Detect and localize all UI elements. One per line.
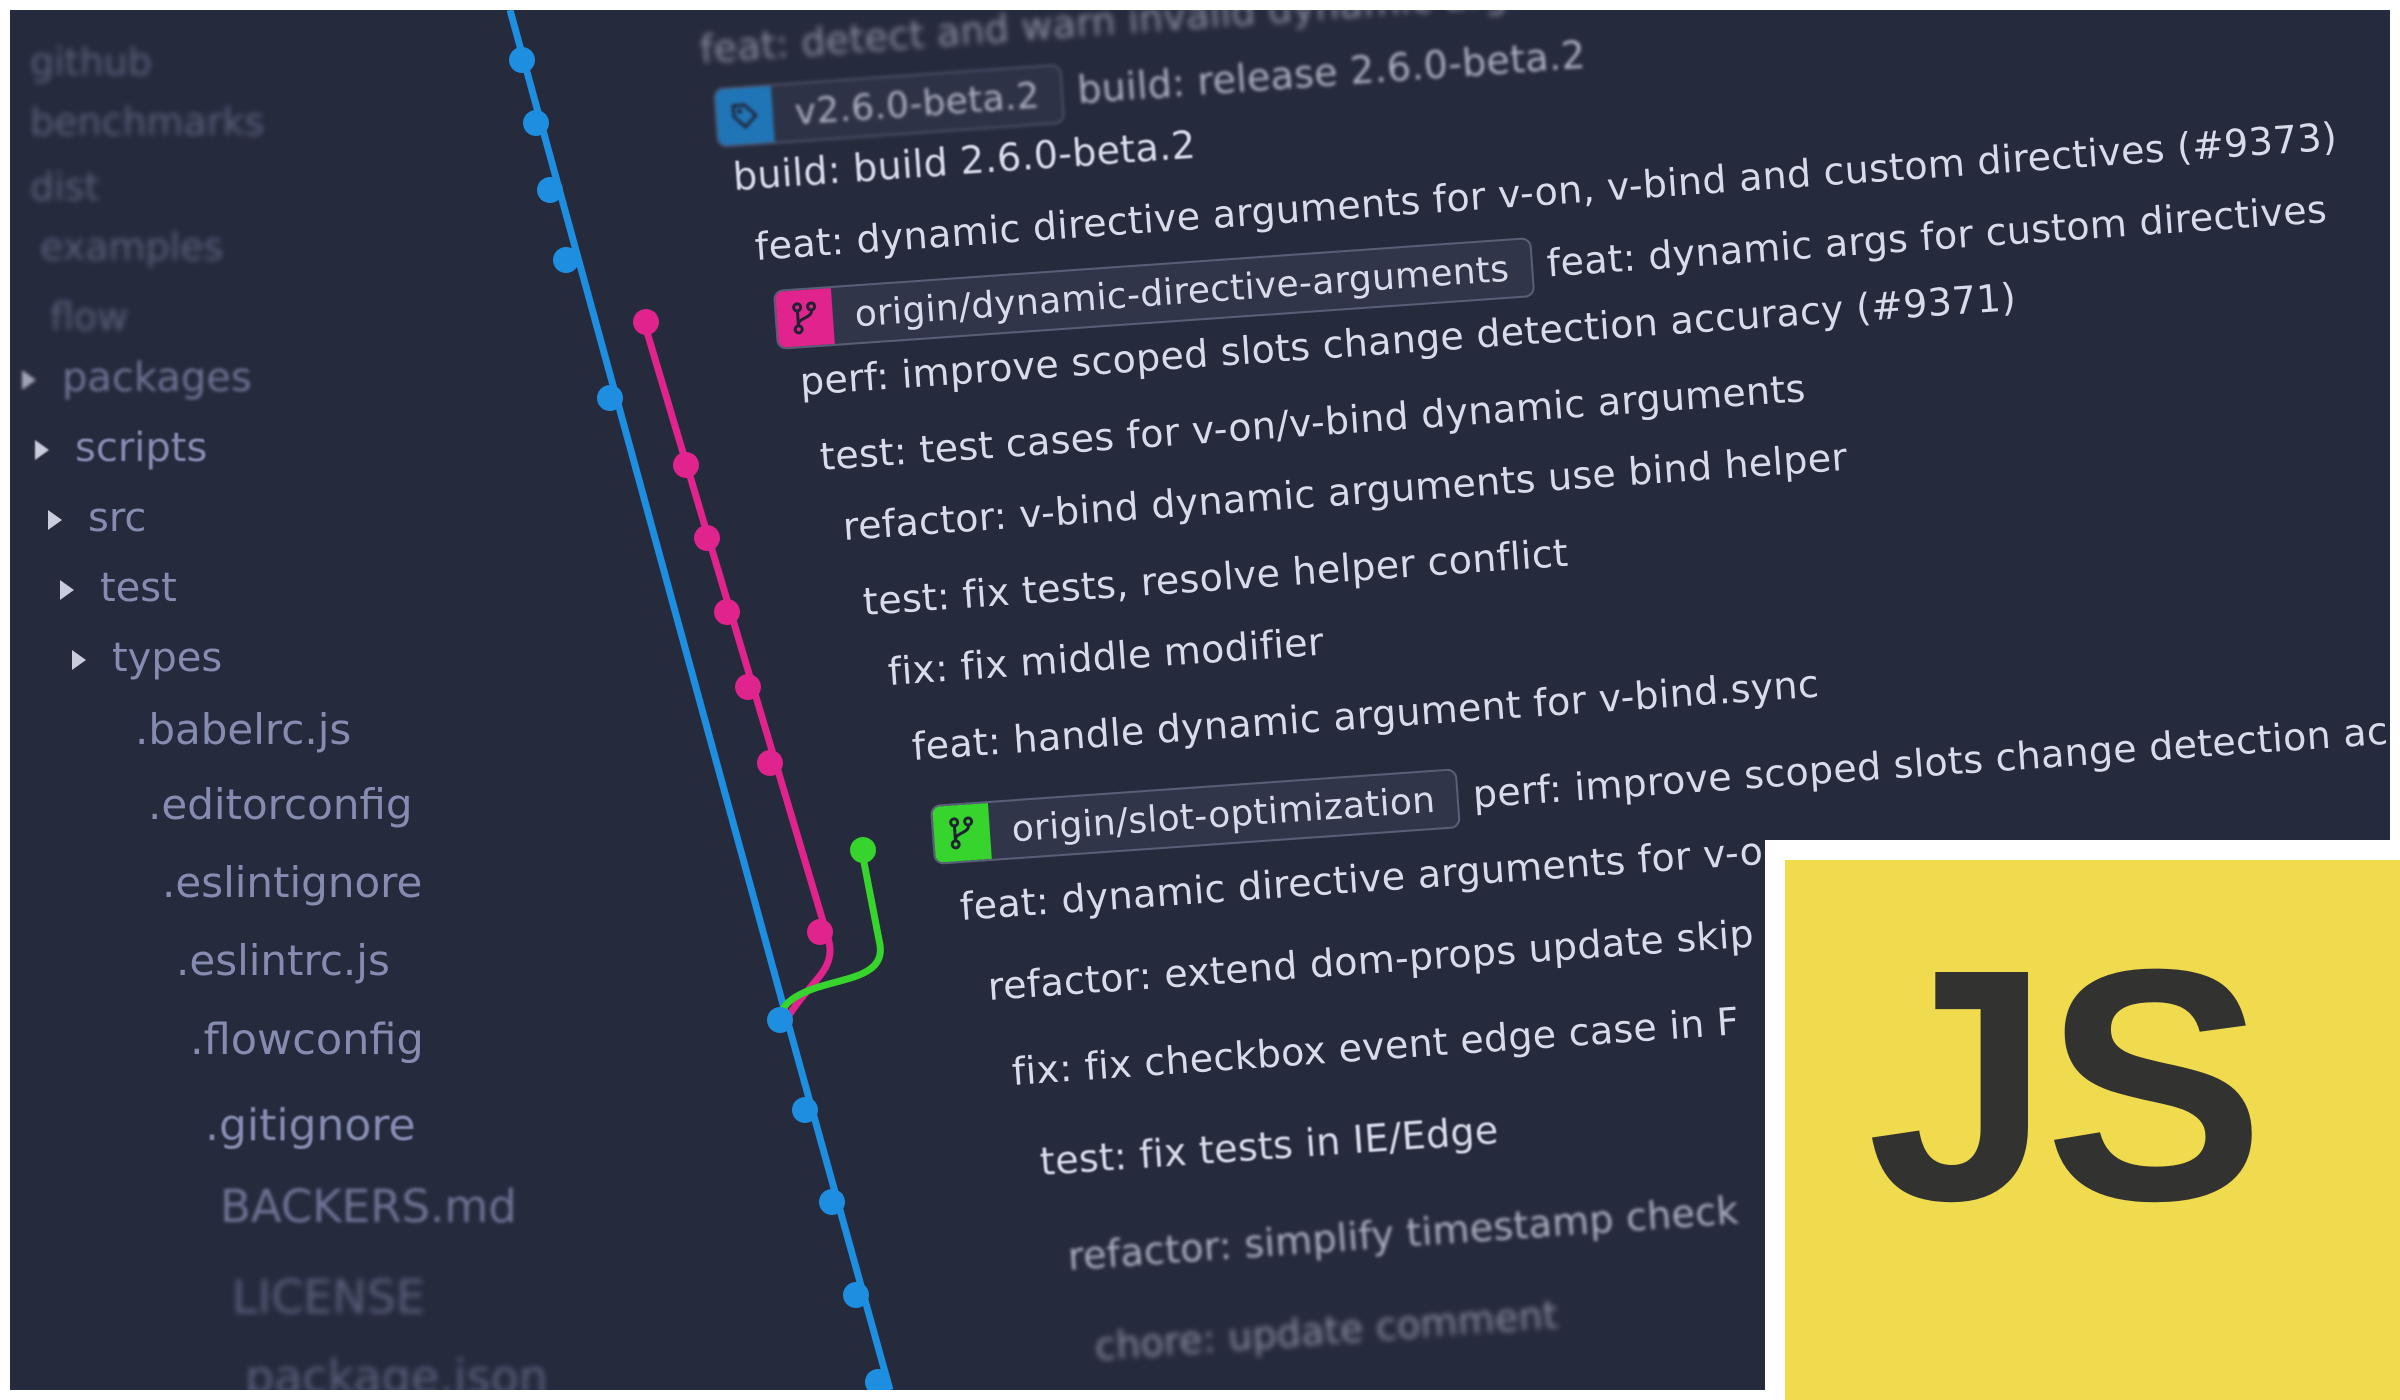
commit-node (850, 837, 876, 863)
file-tree-item-label: dist (30, 165, 100, 209)
branch-line-dynamic-args (640, 320, 834, 1022)
file-tree-item-label: types (112, 635, 223, 681)
commit-node (553, 247, 579, 273)
file-tree-item-label: benchmarks (30, 100, 265, 144)
file-tree-item[interactable]: .editorconfig (148, 780, 413, 829)
file-tree-item[interactable]: .flowconfig (190, 1015, 424, 1065)
commit-node (523, 110, 549, 136)
file-tree-item-label: .editorconfig (148, 780, 413, 829)
javascript-logo-badge: JS (1785, 860, 2400, 1400)
commit-node (597, 385, 623, 411)
ref-badge[interactable]: v2.6.0-beta.2 (712, 63, 1066, 148)
expand-arrow-icon[interactable] (72, 650, 86, 670)
commit-graph (506, 10, 894, 1390)
file-tree-item[interactable]: .eslintignore (162, 858, 422, 907)
file-tree-item-label: github (30, 40, 152, 84)
javascript-logo: JS (1765, 840, 2400, 1400)
commit-node (694, 525, 720, 551)
commit-node (792, 1097, 818, 1123)
commit-node (537, 177, 563, 203)
file-tree-item[interactable]: benchmarks (30, 100, 264, 144)
expand-arrow-icon[interactable] (48, 510, 62, 530)
file-tree-item[interactable]: packages (22, 355, 252, 401)
commit-node (843, 1282, 869, 1308)
file-tree-item[interactable]: scripts (35, 425, 207, 471)
ref-badge[interactable]: origin/dynamic-directive-arguments (772, 237, 1536, 350)
commit-node (767, 1007, 793, 1033)
file-tree-item[interactable]: LICENSE (232, 1270, 425, 1324)
commit-node (807, 919, 833, 945)
branch-icon (932, 803, 992, 863)
commit-node (757, 750, 783, 776)
commit-node (819, 1189, 845, 1215)
expand-arrow-icon[interactable] (35, 440, 49, 460)
file-tree-item[interactable]: github (30, 40, 152, 84)
file-tree-item[interactable]: src (48, 495, 146, 541)
file-tree-item[interactable]: .gitignore (205, 1100, 416, 1151)
file-tree-item[interactable]: .eslintrc.js (176, 936, 390, 985)
file-tree-item-label: flow (50, 295, 129, 339)
file-tree-item[interactable]: test (60, 565, 177, 611)
git-log-scene: github benchmarks dist examples flow packages… (10, 10, 2390, 1390)
file-tree-item[interactable]: flow (50, 295, 128, 339)
tag-icon (715, 86, 775, 146)
javascript-logo-text: JS (1867, 900, 2265, 1269)
ref-badge-label: v2.6.0-beta.2 (793, 74, 1041, 133)
git-client-window: github benchmarks dist examples flow packages… (10, 10, 2390, 1390)
file-tree-item-label: .eslintignore (162, 858, 423, 907)
file-tree-item-label: LICENSE (232, 1270, 426, 1324)
file-tree-item-label: test (100, 565, 177, 611)
file-tree-item-label: .flowconfig (190, 1015, 424, 1065)
file-tree-item-label: src (88, 495, 147, 541)
commit-node (673, 452, 699, 478)
file-tree-item-label: examples (40, 225, 224, 269)
commit-node (633, 309, 659, 335)
file-tree-item-label: .gitignore (205, 1100, 416, 1151)
ref-badge[interactable]: origin/slot-optimization (929, 768, 1462, 865)
file-tree-item-label: packages (62, 355, 252, 401)
expand-arrow-icon[interactable] (22, 370, 36, 390)
commit-node (735, 674, 761, 700)
file-tree-item-label: .eslintrc.js (176, 936, 390, 985)
file-tree-item-label: scripts (75, 425, 208, 471)
file-tree-item-label: BACKERS.md (220, 1180, 517, 1233)
file-tree-item-label: package.json (245, 1350, 548, 1390)
file-tree-item[interactable]: types (72, 635, 222, 681)
branch-line-main (506, 10, 894, 1390)
file-tree-item[interactable]: package.json (245, 1350, 548, 1390)
file-tree-item-label: .babelrc.js (135, 705, 352, 754)
commit-node (714, 599, 740, 625)
expand-arrow-icon[interactable] (60, 580, 74, 600)
file-tree-item[interactable]: .babelrc.js (135, 705, 351, 754)
branch-icon (775, 288, 835, 348)
commit-node (509, 47, 535, 73)
file-tree-item[interactable]: dist (30, 165, 99, 209)
file-tree-item[interactable]: BACKERS.md (220, 1180, 517, 1233)
file-tree-item[interactable]: examples (40, 225, 223, 269)
commit-node (865, 1369, 891, 1390)
